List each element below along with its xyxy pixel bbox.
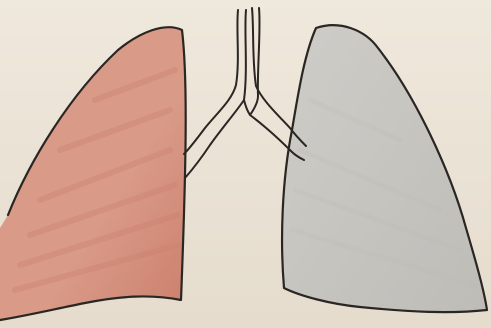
lungs-illustration [0, 0, 491, 328]
lungs-drawing [0, 0, 491, 328]
